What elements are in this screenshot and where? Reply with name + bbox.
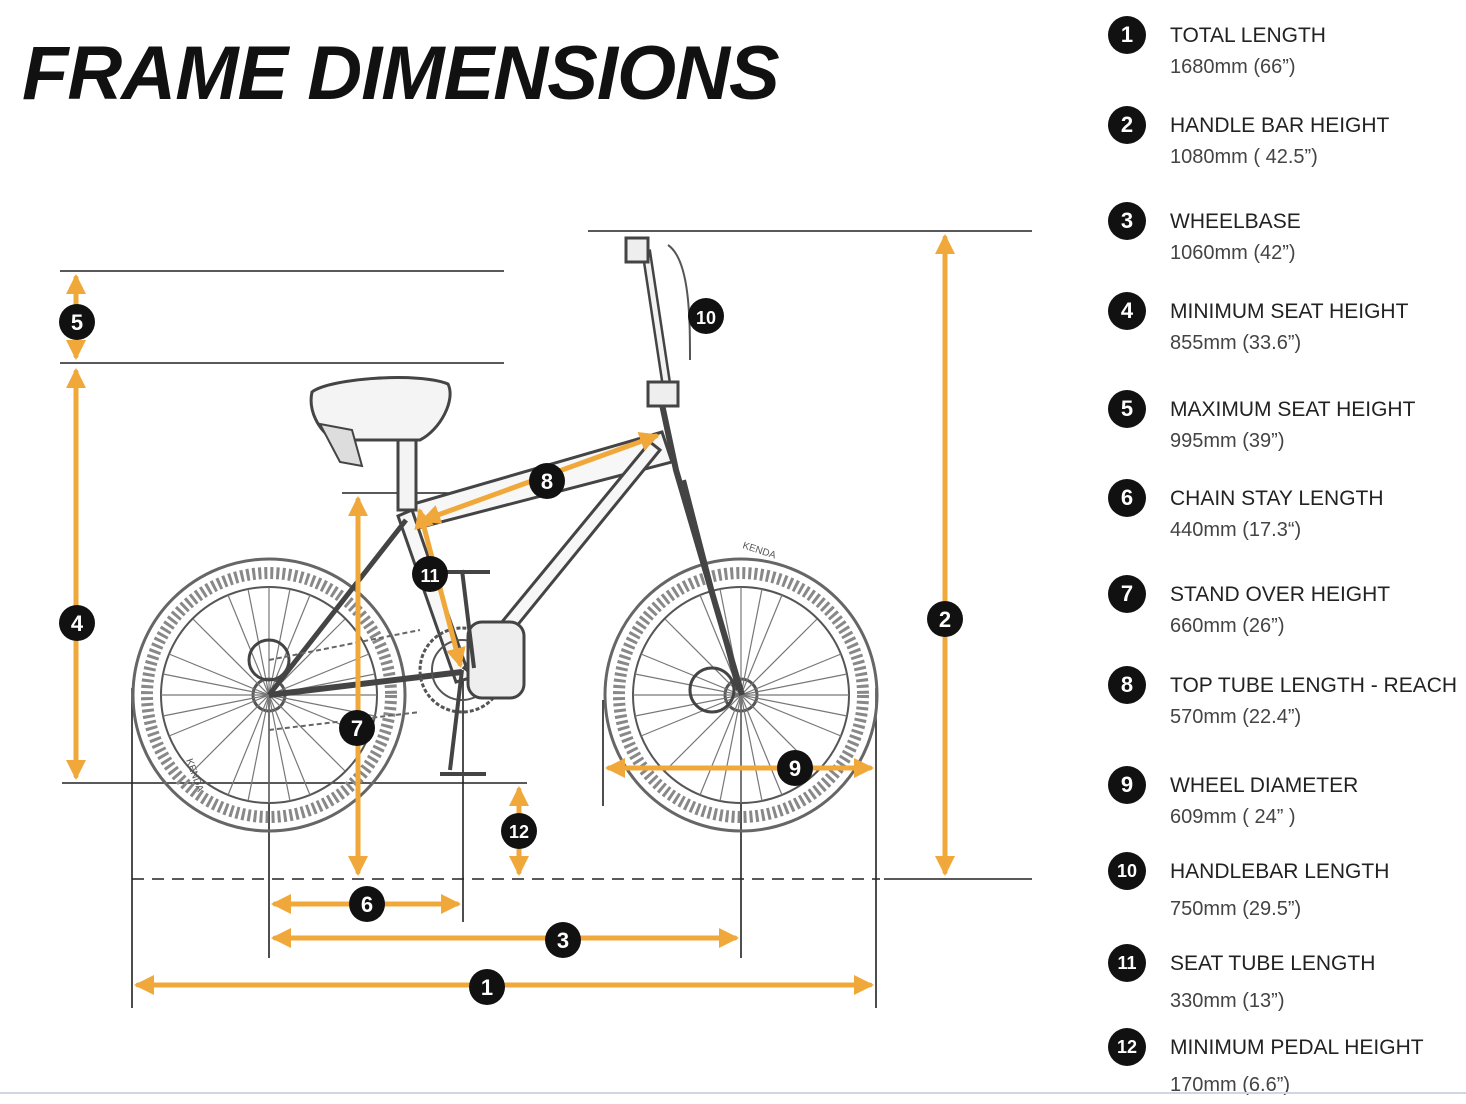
legend-value: 750mm (29.5”)	[1170, 898, 1302, 920]
legend-item-wheelbase: 3 WHEELBASE 1060mm (42”)	[1106, 198, 1456, 278]
legend-number: 5	[1108, 390, 1146, 428]
svg-text:7: 7	[351, 716, 363, 741]
diagram-badge-12: 12	[501, 813, 537, 849]
diagram-badge-1: 1	[469, 969, 505, 1005]
svg-text:12: 12	[509, 822, 529, 842]
legend-number: 12	[1108, 1028, 1146, 1066]
legend-number: 6	[1108, 479, 1146, 517]
legend-label: STAND OVER HEIGHT	[1170, 583, 1391, 606]
legend-label: MAXIMUM SEAT HEIGHT	[1170, 398, 1416, 421]
legend-item-wheel-diameter: 9 WHEEL DIAMETER 609mm ( 24” )	[1106, 762, 1456, 842]
svg-text:4: 4	[71, 611, 84, 636]
legend-label: HANDLEBAR LENGTH	[1170, 860, 1390, 883]
legend-value: 609mm ( 24” )	[1170, 806, 1296, 828]
legend-label: HANDLE BAR HEIGHT	[1170, 114, 1390, 137]
legend-item-minimum-seat-height: 4 MINIMUM SEAT HEIGHT 855mm (33.6”)	[1106, 288, 1456, 368]
svg-text:10: 10	[696, 308, 716, 328]
legend-value: 995mm (39”)	[1170, 430, 1285, 452]
legend-item-minimum-pedal-height: 12 MINIMUM PEDAL HEIGHT 170mm (6.6”)	[1106, 1024, 1456, 1104]
diagram-badge-10: 10	[688, 298, 724, 334]
diagram-badge-11: 11	[412, 556, 448, 592]
legend-label: WHEELBASE	[1170, 210, 1301, 233]
diagram-badge-8: 8	[529, 463, 565, 499]
legend-item-total-length: 1 TOTAL LENGTH 1680mm (66”)	[1106, 12, 1456, 92]
legend-number: 8	[1108, 666, 1146, 704]
seat	[309, 376, 452, 512]
legend-value: 1060mm (42”)	[1170, 242, 1296, 264]
legend-number: 10	[1108, 852, 1146, 890]
legend-item-handlebar-length: 10 HANDLEBAR LENGTH 750mm (29.5”)	[1106, 848, 1456, 928]
legend-value: 570mm (22.4”)	[1170, 706, 1302, 728]
svg-text:11: 11	[420, 566, 439, 586]
legend-label: MINIMUM SEAT HEIGHT	[1170, 300, 1409, 323]
legend-value: 1680mm (66”)	[1170, 56, 1296, 78]
legend-number: 9	[1108, 766, 1146, 804]
drivetrain	[268, 569, 526, 776]
legend-number: 1	[1108, 16, 1146, 54]
legend-item-top-tube-length: 8 TOP TUBE LENGTH - REACH 570mm (22.4”)	[1106, 662, 1458, 742]
legend-label: CHAIN STAY LENGTH	[1170, 487, 1384, 510]
reference-lines	[60, 230, 1032, 1008]
svg-text:1: 1	[481, 975, 493, 1000]
diagram-badge-4: 4	[59, 605, 95, 641]
legend-value: 440mm (17.3“)	[1170, 519, 1302, 541]
page-bottom-divider	[0, 1092, 1466, 1094]
legend-label: TOTAL LENGTH	[1170, 24, 1326, 47]
diagram-badge-9: 9	[777, 750, 813, 786]
diagram-badge-3: 3	[545, 922, 581, 958]
handlebar	[624, 236, 691, 408]
page-title: FRAME DIMENSIONS	[22, 31, 780, 116]
legend-label: MINIMUM PEDAL HEIGHT	[1170, 1036, 1424, 1059]
legend-item-handle-bar-height: 2 HANDLE BAR HEIGHT 1080mm ( 42.5”)	[1106, 102, 1456, 182]
legend-item-seat-tube-length: 11 SEAT TUBE LENGTH 330mm (13”)	[1106, 940, 1456, 1020]
diagram-badge-2: 2	[927, 601, 963, 637]
legend-label: WHEEL DIAMETER	[1170, 774, 1359, 797]
legend-number: 7	[1108, 575, 1146, 613]
diagram-badge-6: 6	[349, 886, 385, 922]
diagram-badge-7: 7	[339, 710, 375, 746]
legend-value: 1080mm ( 42.5”)	[1170, 146, 1318, 168]
legend-item-stand-over-height: 7 STAND OVER HEIGHT 660mm (26”)	[1106, 571, 1456, 651]
diagram-badge-5: 5	[59, 304, 95, 340]
legend-number: 2	[1108, 106, 1146, 144]
legend-number: 3	[1108, 202, 1146, 240]
legend-item-maximum-seat-height: 5 MAXIMUM SEAT HEIGHT 995mm (39”)	[1106, 386, 1456, 466]
legend-label: SEAT TUBE LENGTH	[1170, 952, 1376, 975]
diagram-badges: 1 2 3 4 5 6 7 8	[59, 298, 963, 1005]
legend-item-chain-stay-length: 6 CHAIN STAY LENGTH 440mm (17.3“)	[1106, 475, 1456, 555]
bike-illustration: KENDA KENDA	[131, 236, 879, 833]
legend-value: 855mm (33.6”)	[1170, 332, 1302, 354]
legend-value: 660mm (26”)	[1170, 615, 1285, 637]
svg-text:3: 3	[557, 928, 569, 953]
svg-text:8: 8	[541, 469, 553, 494]
svg-text:5: 5	[71, 310, 83, 335]
svg-text:6: 6	[361, 892, 373, 917]
legend-value: 170mm (6.6”)	[1170, 1074, 1291, 1096]
svg-text:2: 2	[939, 607, 951, 632]
svg-text:9: 9	[789, 756, 801, 781]
legend-value: 330mm (13”)	[1170, 990, 1285, 1012]
legend-number: 11	[1108, 944, 1146, 982]
legend-label: TOP TUBE LENGTH - REACH	[1170, 674, 1458, 697]
legend-number: 4	[1108, 292, 1146, 330]
